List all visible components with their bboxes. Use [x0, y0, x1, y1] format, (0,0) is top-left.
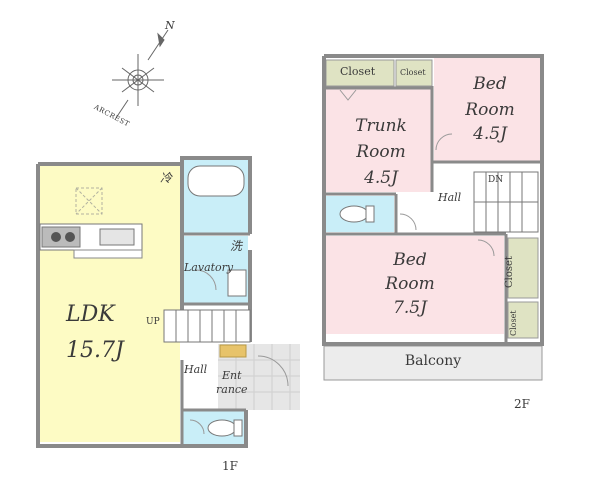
skylight — [75, 187, 103, 215]
stairs-2f — [473, 171, 539, 233]
closet-right-1 — [507, 237, 539, 299]
hall-1f-label: Hall — [184, 363, 208, 376]
balcony-label: Balcony — [404, 353, 462, 369]
bed-large-label-2: Room — [385, 274, 435, 294]
bed-small-size: 4.5J — [473, 124, 507, 144]
doors-1f — [189, 269, 289, 435]
closet-right-1-label: Closet — [504, 256, 515, 288]
floor-1f-label: 1F — [222, 459, 238, 473]
trunk-label-2: Room — [356, 142, 406, 162]
compass-rose-icon — [112, 29, 169, 119]
ldk-name-label: LDK — [66, 302, 115, 327]
up-label: UP — [146, 317, 160, 327]
bedroom-large — [326, 236, 504, 334]
shoe-cabinet — [219, 344, 247, 358]
stairs-1f — [163, 309, 251, 343]
trunk-label-1: Trunk — [355, 116, 407, 136]
walls-2f — [322, 54, 544, 346]
washer-mark: 洗 — [230, 239, 243, 253]
ldk-room — [40, 166, 180, 442]
bed-large-size: 7.5J — [393, 298, 427, 318]
dn-label: DN — [488, 175, 504, 185]
compass-north-label: N — [165, 19, 175, 32]
hall-2f-label: Hall — [438, 191, 462, 204]
toilet-icon — [207, 419, 243, 437]
entrance-label-2: rance — [216, 383, 248, 396]
bed-large-label-1: Bed — [393, 250, 427, 270]
closet-right-2-label: Closet — [509, 310, 518, 336]
closet-top-small-label: Closet — [400, 68, 426, 77]
balcony-area — [323, 345, 543, 381]
floor-2f-label: 2F — [514, 397, 530, 411]
trunk-size: 4.5J — [364, 168, 398, 188]
bedroom-small — [434, 58, 540, 162]
entrance-label-1: Ent — [222, 369, 242, 382]
fridge-mark: 冷 — [160, 171, 173, 185]
toilet-2f-icon — [339, 205, 375, 223]
closet-top-small — [395, 59, 433, 87]
floor-1f — [36, 156, 300, 448]
ldk-size-label: 15.7J — [66, 338, 124, 363]
bed-small-label-1: Bed — [473, 74, 507, 94]
doors-2f — [339, 89, 495, 257]
trunk-room — [326, 88, 432, 192]
lavatory-label: Lavatory — [184, 261, 234, 274]
closet-top-left-label: Closet — [340, 65, 376, 78]
closet-right-2 — [507, 301, 539, 339]
sink-icon — [227, 269, 247, 297]
floor-2f — [322, 54, 544, 381]
bathtub-icon — [187, 165, 245, 197]
bed-small-label-2: Room — [465, 100, 515, 120]
walls-1f — [36, 156, 252, 448]
kitchen-counter — [39, 223, 143, 259]
compass — [112, 29, 169, 119]
